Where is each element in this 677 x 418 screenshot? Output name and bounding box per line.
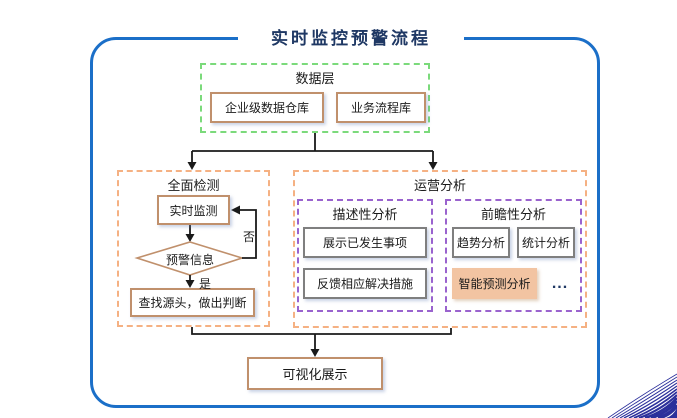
data-layer-label: 数据层 [295,71,335,86]
descriptive-item-show: 展示已发生事项 [303,227,427,258]
trend-analysis-node: 趋势分析 [452,227,510,258]
visualization-node: 可视化展示 [247,357,383,390]
more-ellipsis: ... [551,275,569,292]
descriptive-label: 描述性分析 [332,207,398,222]
detection-group [117,170,270,327]
decision-node-label: 预警信息 [165,253,214,267]
monitor-node: 实时监测 [157,195,230,225]
smart-prediction-node: 智能预测分析 [452,268,537,299]
action-node: 查找源头，做出判断 [130,288,255,317]
analysis-label: 运营分析 [413,178,466,193]
descriptive-item-feedback: 反馈相应解决措施 [303,268,427,299]
statistical-analysis-node: 统计分析 [517,227,575,258]
page-title: 实时监控预警流程 [238,20,464,52]
branch-no-label: 否 [242,230,255,244]
descriptive-group [297,199,433,312]
detection-label: 全面检测 [167,178,220,193]
prospective-group [445,199,582,312]
prospective-label: 前瞻性分析 [480,207,546,222]
warehouse-node: 企业级数据仓库 [210,92,324,123]
process-lib-node: 业务流程库 [336,92,426,123]
data-layer-group [200,63,430,133]
branch-yes-label: 是 [198,277,211,291]
corner-wave-decoration [607,373,677,418]
